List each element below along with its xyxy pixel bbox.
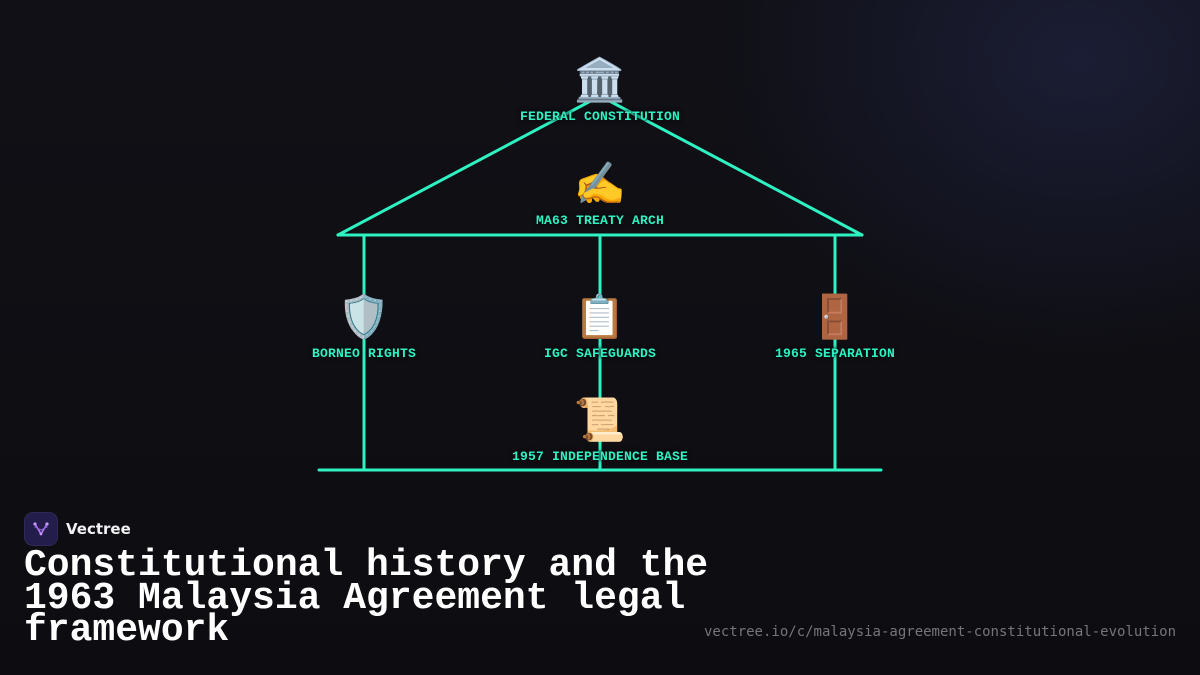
node-federal-constitution: 🏛️ FEDERAL CONSTITUTION — [520, 55, 680, 124]
vectree-logo-icon — [24, 512, 58, 546]
writing-hand-icon: ✍️ — [573, 159, 627, 208]
brand[interactable]: Vectree — [24, 512, 131, 546]
node-borneo-rights: 🛡️ BORNEO RIGHTS — [312, 292, 416, 361]
node-1957-independence-base: 📜 1957 INDEPENDENCE BASE — [512, 395, 688, 464]
page-url[interactable]: vectree.io/c/malaysia-agreement-constitu… — [703, 624, 1176, 640]
shield-icon: 🛡️ — [337, 292, 391, 341]
page-title: Constitutional history and the 1963 Mala… — [24, 544, 709, 652]
door-icon: 🚪 — [808, 292, 862, 341]
node-label: IGC SAFEGUARDS — [543, 346, 657, 361]
clipboard-icon: 📋 — [573, 292, 627, 341]
constitution-house-diagram — [317, 94, 883, 472]
node-label: BORNEO RIGHTS — [311, 346, 417, 361]
vectree-logo-mark — [33, 522, 49, 536]
node-igc-safeguards: 📋 IGC SAFEGUARDS — [544, 292, 656, 361]
scroll-icon: 📜 — [573, 395, 627, 444]
node-label: MA63 TREATY ARCH — [535, 213, 665, 228]
node-label: 1957 INDEPENDENCE BASE — [511, 449, 689, 464]
node-ma63-treaty-arch: ✍️ MA63 TREATY ARCH — [536, 159, 664, 228]
node-label: 1965 SEPARATION — [774, 346, 896, 361]
node-1965-separation: 🚪 1965 SEPARATION — [775, 292, 895, 361]
classical-building-icon: 🏛️ — [573, 55, 627, 104]
node-label: FEDERAL CONSTITUTION — [519, 109, 681, 124]
roof-left-line — [336, 94, 602, 237]
roof-right-line — [598, 94, 864, 237]
brand-name: Vectree — [66, 520, 131, 538]
